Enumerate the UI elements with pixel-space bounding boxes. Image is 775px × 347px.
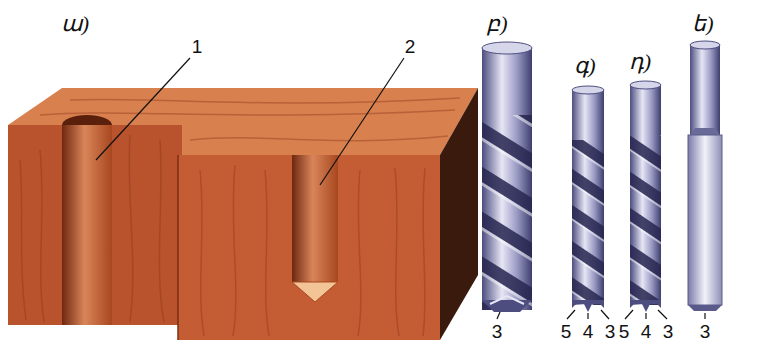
- leader-line: [96, 58, 705, 319]
- callout-number: 1: [192, 37, 203, 56]
- callout-number: 4: [583, 322, 594, 341]
- callout-number: 3: [700, 322, 711, 341]
- spur-drill: [630, 81, 661, 312]
- spur-drill: [572, 86, 604, 312]
- callout-number: 5: [619, 322, 630, 341]
- callout-number: 3: [492, 322, 503, 341]
- callout-number: 3: [663, 322, 674, 341]
- figure-letter: բ): [486, 13, 507, 35]
- callout-number: 4: [641, 322, 652, 341]
- figure-letter: ա): [61, 13, 89, 35]
- callout-number: 3: [605, 322, 616, 341]
- figure-letter: ե): [692, 13, 713, 35]
- figure-letter: գ): [574, 55, 595, 77]
- figure-letter: դ): [629, 51, 651, 73]
- callout-number: 5: [561, 322, 572, 341]
- wood-block: [8, 88, 478, 340]
- callout-number: 2: [405, 37, 416, 56]
- flat-drill: [688, 41, 722, 311]
- twist-drill: [482, 42, 532, 312]
